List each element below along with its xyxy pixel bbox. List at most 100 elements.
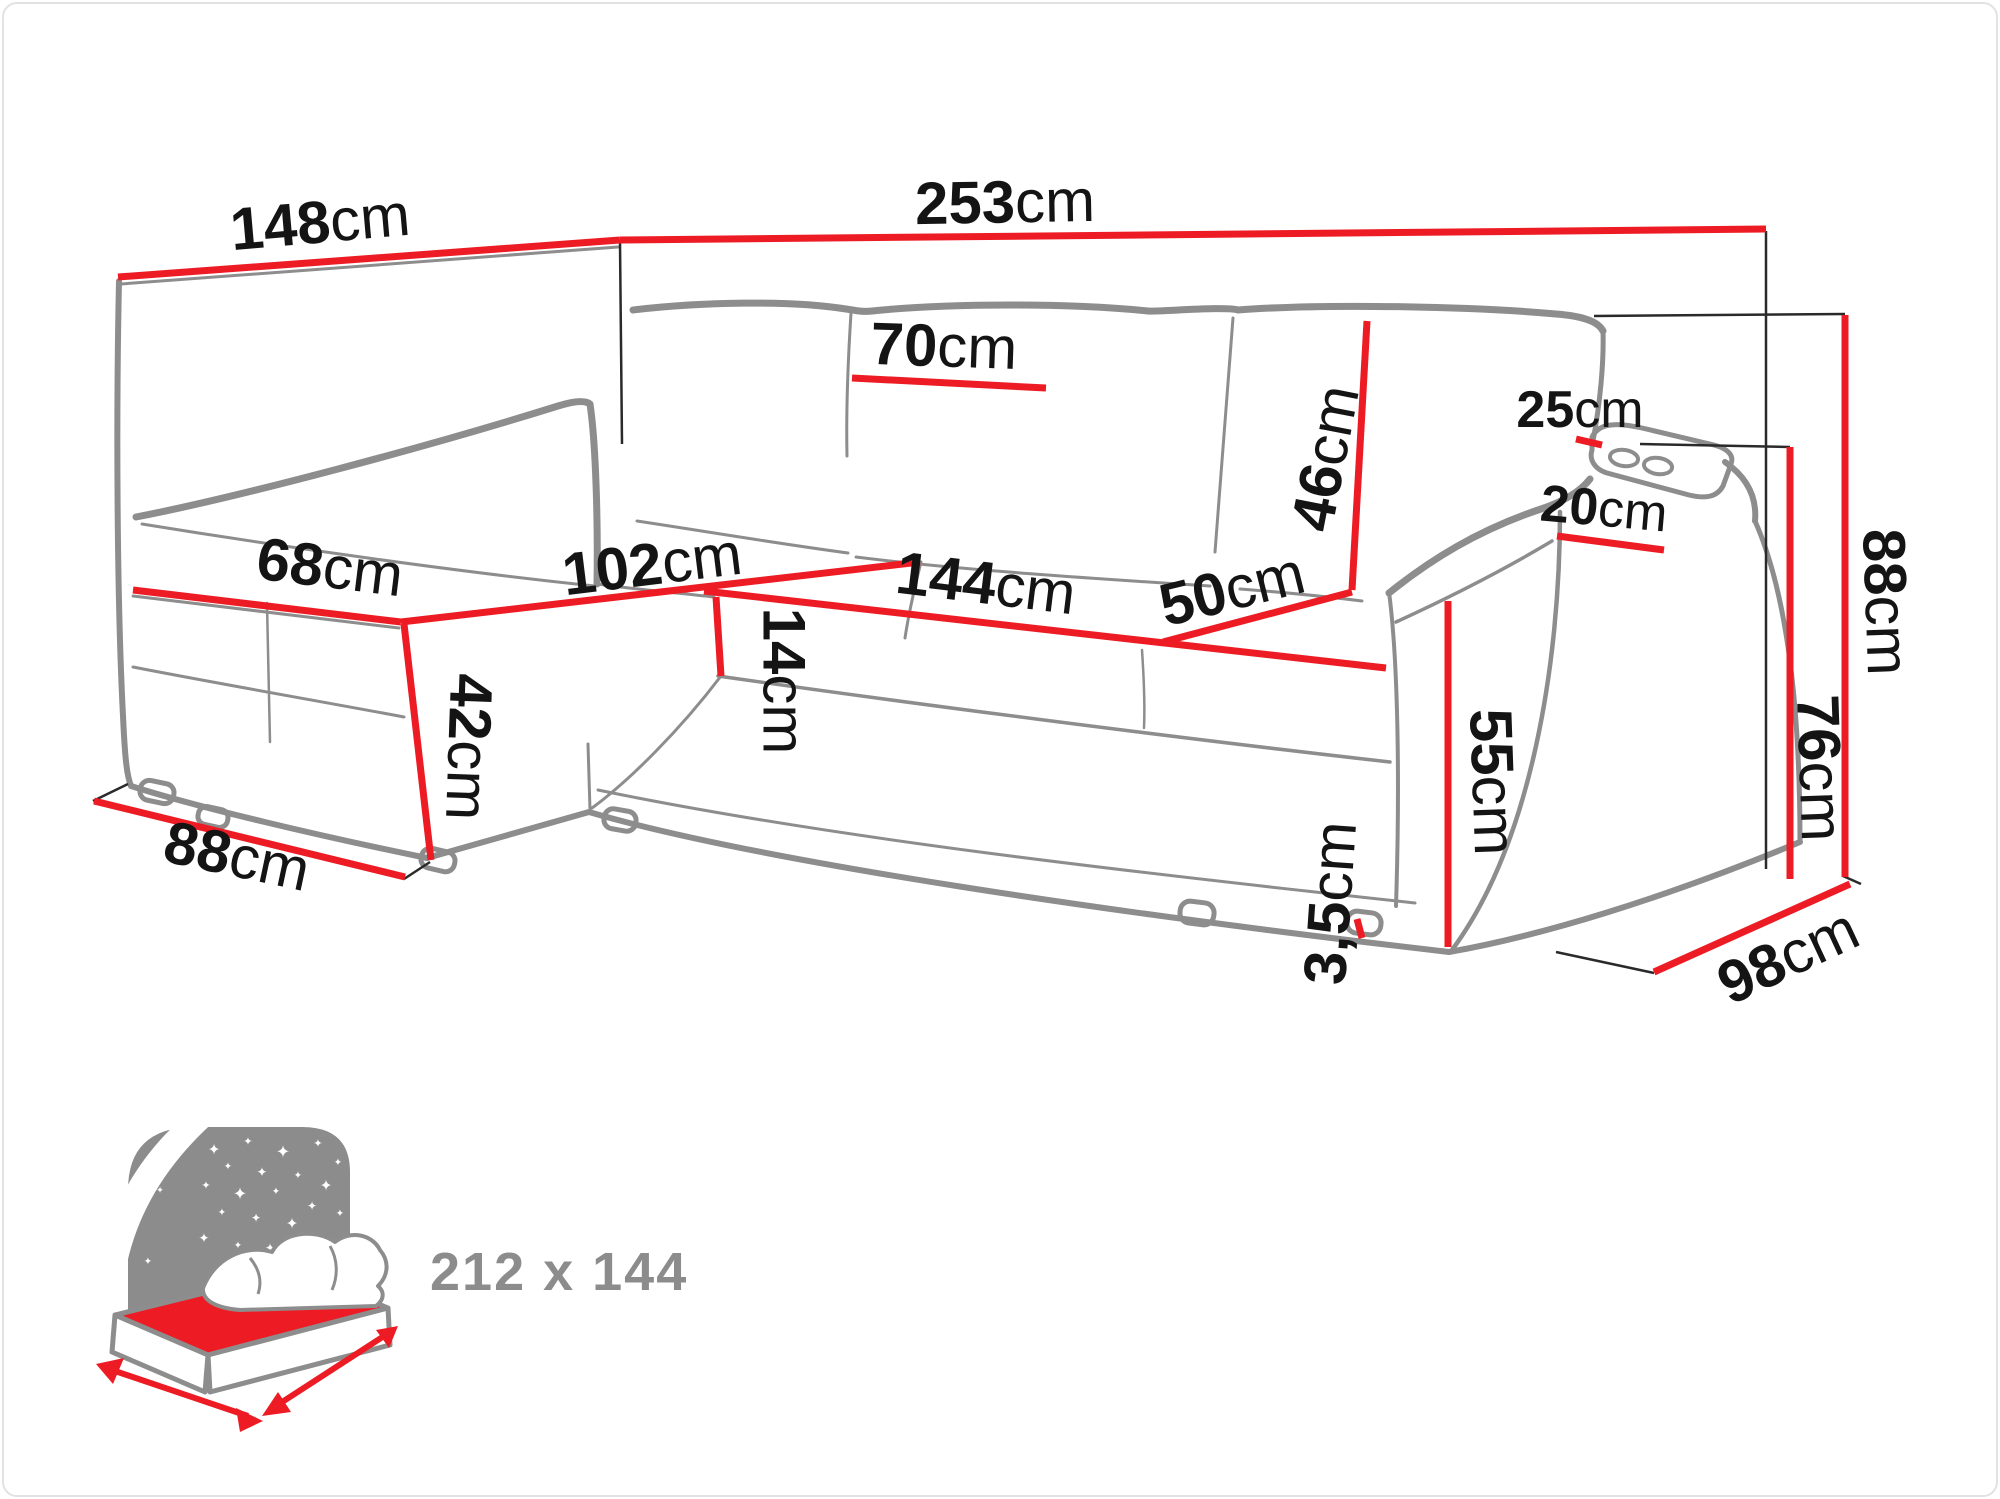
chaise-bottom-left-edge <box>128 783 430 861</box>
dimension-line-20 <box>1556 532 1665 554</box>
width-arrow-head-right <box>236 1408 263 1432</box>
backrest-top-edge <box>119 245 620 286</box>
label-corner-seat-length: 102cm <box>559 520 746 608</box>
base-piping <box>596 788 1417 905</box>
star-icon: ✦ <box>336 1209 344 1220</box>
star-icon: ✦ <box>124 1241 132 1251</box>
dimension-line-3-5 <box>1353 918 1366 939</box>
star-icon: ✦ <box>265 1241 275 1255</box>
extension-side-depth-front <box>1555 950 1655 975</box>
dimension-line-50 <box>1162 588 1353 646</box>
star-icon: ✦ <box>251 1211 261 1225</box>
duvet-fold <box>248 1257 262 1295</box>
label-seat-length: 144cm <box>893 539 1080 627</box>
chaise-front-seam <box>265 601 272 744</box>
label-back-cushion-width: 70cm <box>870 310 1019 382</box>
armrest-roll-edge <box>1394 539 1554 624</box>
label-back-left-width: 148cm <box>227 181 412 263</box>
dimension-line-148 <box>117 236 621 281</box>
extension-armrest-height-top <box>1639 442 1791 449</box>
star-icon: ✦ <box>307 1199 317 1213</box>
depth-arrow-icon <box>262 1326 398 1416</box>
dimension-lines <box>93 225 1852 976</box>
depth-arrow-head-right <box>376 1326 398 1348</box>
seat-left-edge <box>903 560 923 640</box>
moon-icon <box>95 1112 218 1300</box>
back-cushion-bottom-left <box>635 519 850 555</box>
star-icon: ✦ <box>234 1241 242 1252</box>
label-back-total-width: 253cm <box>914 167 1095 237</box>
star-icon: ✦ <box>320 1178 333 1195</box>
chaise-corner-seam <box>586 742 592 812</box>
sofa-outline <box>114 245 1803 955</box>
back-cushion-bottom-right <box>1238 587 1364 603</box>
dimension-line-70 <box>851 374 1047 392</box>
star-icon: ✦ <box>286 1216 299 1233</box>
dimension-line-88-depth <box>93 797 406 881</box>
dimension-line-68 <box>132 586 402 626</box>
cupholder-shelf <box>1588 422 1735 500</box>
label-armrest-top-width: 20cm <box>1538 475 1670 544</box>
front-right-corner-edge <box>1449 509 1563 953</box>
label-seat-height: 42cm <box>433 673 505 822</box>
star-icon: ✦ <box>257 1165 268 1180</box>
star-icon: ✦ <box>132 1210 140 1221</box>
dimension-line-144 <box>703 587 1387 672</box>
width-arrow-icon <box>96 1358 263 1432</box>
backrest-seat-seam <box>140 522 597 588</box>
back-cushion-seam-left <box>845 311 853 458</box>
star-icon: ✦ <box>224 1162 232 1173</box>
star-icon: ✦ <box>201 1180 210 1192</box>
label-corner-seat-width: 68cm <box>253 525 407 609</box>
dimension-line-253 <box>619 225 1767 244</box>
sofa-leg <box>137 777 177 807</box>
star-icon: ✦ <box>233 1185 247 1204</box>
star-icon: ✦ <box>144 1257 152 1268</box>
label-leg-height: 3,5cm <box>1291 819 1369 987</box>
chaise-bottom-front-edge <box>424 809 592 861</box>
armrest-top-edge <box>1385 475 1594 597</box>
seat-cushion-bottom-edge <box>716 674 1392 764</box>
star-icon: ✦ <box>294 1171 302 1182</box>
width-arrow-shaft <box>111 1367 249 1419</box>
star-icon: ✦ <box>313 1138 322 1150</box>
sofa-leg <box>1177 898 1217 928</box>
back-cushion-seam-right <box>1213 316 1235 554</box>
sofa-leg <box>418 845 458 875</box>
star-icon: ✦ <box>208 1142 221 1159</box>
backrest-left-edge <box>114 278 134 789</box>
extension-side-depth-back <box>1842 874 1862 886</box>
back-top-edge <box>629 299 1607 335</box>
dimension-line-102 <box>400 558 921 626</box>
dimension-labels: 148cm 253cm 70cm 46cm 25cm 20cm 88cm 76c… <box>158 167 1922 1017</box>
sleeping-function-icon: ✦ ✦ ✦ ✦ ✦ ✦ ✦ ✦ ✦ ✦ ✦ ✦ ✦ ✦ ✦ ✦ ✦ ✦ ✦ ✦ … <box>95 1112 686 1432</box>
armrest-front-left-edge <box>1387 590 1400 908</box>
star-icon: ✦ <box>218 1208 226 1219</box>
label-headrest-shelf-width: 25cm <box>1516 381 1643 439</box>
dimension-line-25 <box>1575 435 1603 449</box>
sofa-leg <box>195 804 231 830</box>
depth-arrow-shaft <box>274 1333 386 1409</box>
dimension-line-42 <box>400 623 435 861</box>
chaise-piping <box>131 665 406 719</box>
dimension-line-98 <box>1652 880 1852 976</box>
label-base-height: 55cm <box>1457 708 1529 857</box>
dimension-line-46 <box>1348 320 1371 591</box>
label-back-cushion-height: 46cm <box>1278 380 1372 537</box>
extension-lines <box>92 231 1862 975</box>
extension-back-corner <box>618 242 624 445</box>
extension-total-height-top <box>1593 312 1846 318</box>
extension-corner-depth-right <box>403 860 431 881</box>
seat-cushion-seam <box>1140 648 1146 730</box>
duvet-pillows <box>201 1231 389 1312</box>
sofa-leg <box>601 806 639 834</box>
star-icon: ✦ <box>243 1136 252 1148</box>
backrest-inner-edge <box>132 398 601 588</box>
label-total-height: 88cm <box>1850 528 1922 677</box>
mattress-front-face <box>109 1312 211 1395</box>
seat-inner-corner-edge <box>590 674 723 810</box>
extension-corner-depth-left <box>92 782 129 803</box>
